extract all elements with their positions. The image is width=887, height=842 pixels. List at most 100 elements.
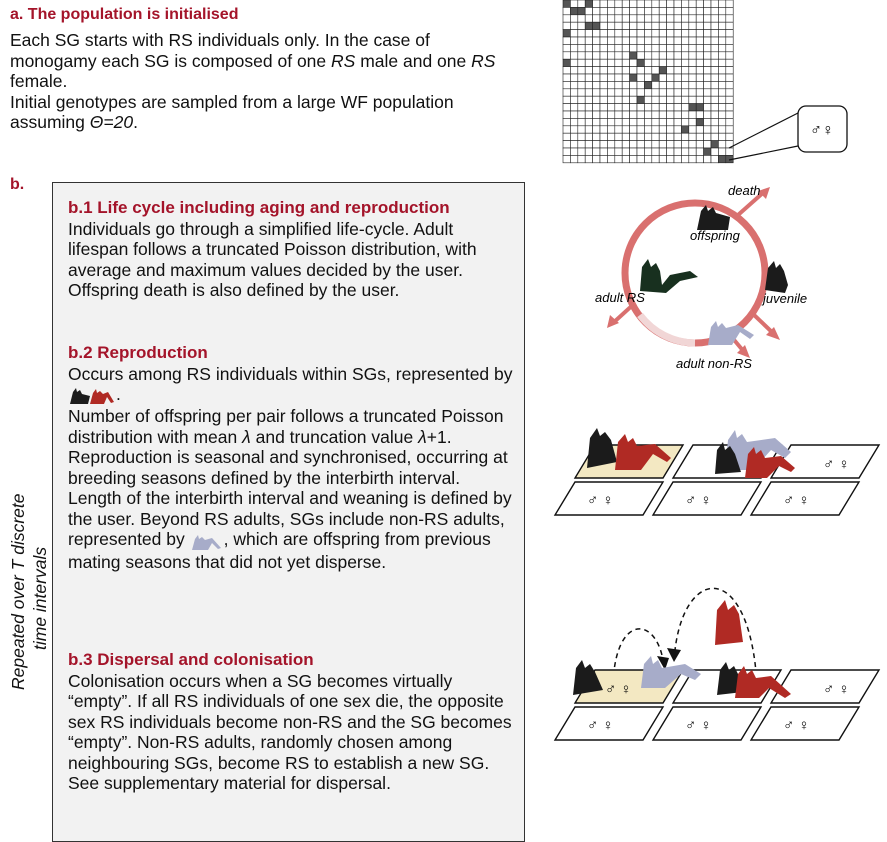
section-b2-text2: Number of offspring per pair follows a t…	[68, 406, 518, 447]
grid-cell	[666, 36, 675, 45]
dispersal-arrowhead-left	[657, 656, 669, 670]
grid-cell	[651, 88, 660, 97]
grid-cell	[658, 103, 667, 112]
grid-cell	[710, 103, 719, 112]
grid-cell	[673, 118, 682, 127]
grid-cell	[607, 118, 616, 127]
rs-female-cat	[745, 447, 795, 478]
grid-cell	[629, 155, 638, 164]
tile-symbols: ♂ ♀	[783, 717, 810, 734]
grid-cell	[703, 95, 712, 104]
grid-cell	[562, 81, 571, 90]
grid-cell	[577, 7, 586, 16]
grid-cell	[681, 7, 690, 16]
grid-cell	[718, 51, 727, 60]
grid-cell	[651, 81, 660, 90]
grid-cell	[666, 21, 675, 30]
adult-rs-label: adult RS	[595, 290, 645, 305]
grid-cell	[599, 95, 608, 104]
grid-cell	[621, 118, 630, 127]
grid-cell	[703, 155, 712, 164]
grid-cell	[562, 51, 571, 60]
grid-cell	[614, 88, 623, 97]
grid-cell	[599, 118, 608, 127]
grid-cell	[703, 118, 712, 127]
grid-cell	[651, 36, 660, 45]
grid-cell	[570, 95, 579, 104]
grid-cell	[621, 29, 630, 38]
grid-cell	[725, 36, 734, 45]
grid-cell	[614, 95, 623, 104]
rs-male-cat	[587, 428, 617, 468]
grid-cell	[629, 88, 638, 97]
grid-cell	[592, 95, 601, 104]
grid-cell	[695, 14, 704, 23]
grid-cell	[562, 103, 571, 112]
grid-cell	[577, 132, 586, 141]
grid-cell	[666, 58, 675, 67]
grid-cell	[629, 118, 638, 127]
section-b1: b.1 Life cycle including aging and repro…	[68, 198, 518, 301]
grid-cell	[629, 7, 638, 16]
grid-cell	[710, 110, 719, 119]
grid-cell	[584, 88, 593, 97]
grid-cell	[695, 140, 704, 149]
grid-cell	[673, 73, 682, 82]
life-cycle-diagram: death offspring juvenile adult RS adult …	[595, 183, 807, 371]
grid-cell	[607, 88, 616, 97]
grid-cell	[718, 110, 727, 119]
grid-cell	[673, 132, 682, 141]
grid-cell	[688, 7, 697, 16]
panel-b-box	[52, 182, 525, 842]
grid-cell	[673, 7, 682, 16]
grid-cell	[651, 147, 660, 156]
grid-cell	[577, 118, 586, 127]
panel-b-label: b.	[10, 176, 25, 193]
grid-cell	[636, 155, 645, 164]
grid-cell	[725, 7, 734, 16]
grid-cell	[644, 0, 653, 8]
grid-cell	[658, 73, 667, 82]
grid-cell	[718, 125, 727, 134]
grid-cell	[725, 58, 734, 67]
grid-cell	[658, 140, 667, 149]
grid-cell	[607, 58, 616, 67]
grid-cell	[592, 7, 601, 16]
grid-cell	[681, 118, 690, 127]
grid-cell	[718, 95, 727, 104]
grid-cell	[607, 73, 616, 82]
tile	[749, 481, 861, 516]
grid-cell	[636, 21, 645, 30]
grid-cell	[703, 81, 712, 90]
grid-cell	[614, 7, 623, 16]
panel-a-title: a. The population is initialised	[10, 6, 239, 23]
grid-cell	[607, 51, 616, 60]
grid-cell	[570, 73, 579, 82]
grid-cell	[621, 51, 630, 60]
grid-cell	[718, 58, 727, 67]
grid-cell	[695, 95, 704, 104]
section-b3-text: Colonisation occurs when a SG becomes vi…	[68, 670, 512, 794]
grid-cell	[718, 88, 727, 97]
grid-cell	[562, 0, 571, 8]
panel-a-line2-post: .	[133, 112, 138, 132]
grid-cell	[725, 73, 734, 82]
grid-cell	[570, 44, 579, 53]
grid-cell	[688, 110, 697, 119]
grid-cell	[636, 140, 645, 149]
grid-cell	[614, 132, 623, 141]
tile	[553, 706, 665, 741]
grid-cell	[725, 118, 734, 127]
grid-cell	[577, 0, 586, 8]
tile-symbols: ♂ ♀	[685, 717, 712, 734]
grid-cell	[688, 125, 697, 134]
grid-cell	[681, 21, 690, 30]
grid-cell	[658, 7, 667, 16]
rs-female-cat	[615, 434, 671, 470]
grid-cell	[592, 14, 601, 23]
tile	[651, 481, 763, 516]
grid-cell	[718, 103, 727, 112]
grid-cell	[607, 147, 616, 156]
grid-cell	[725, 103, 734, 112]
grid-cell	[681, 0, 690, 8]
